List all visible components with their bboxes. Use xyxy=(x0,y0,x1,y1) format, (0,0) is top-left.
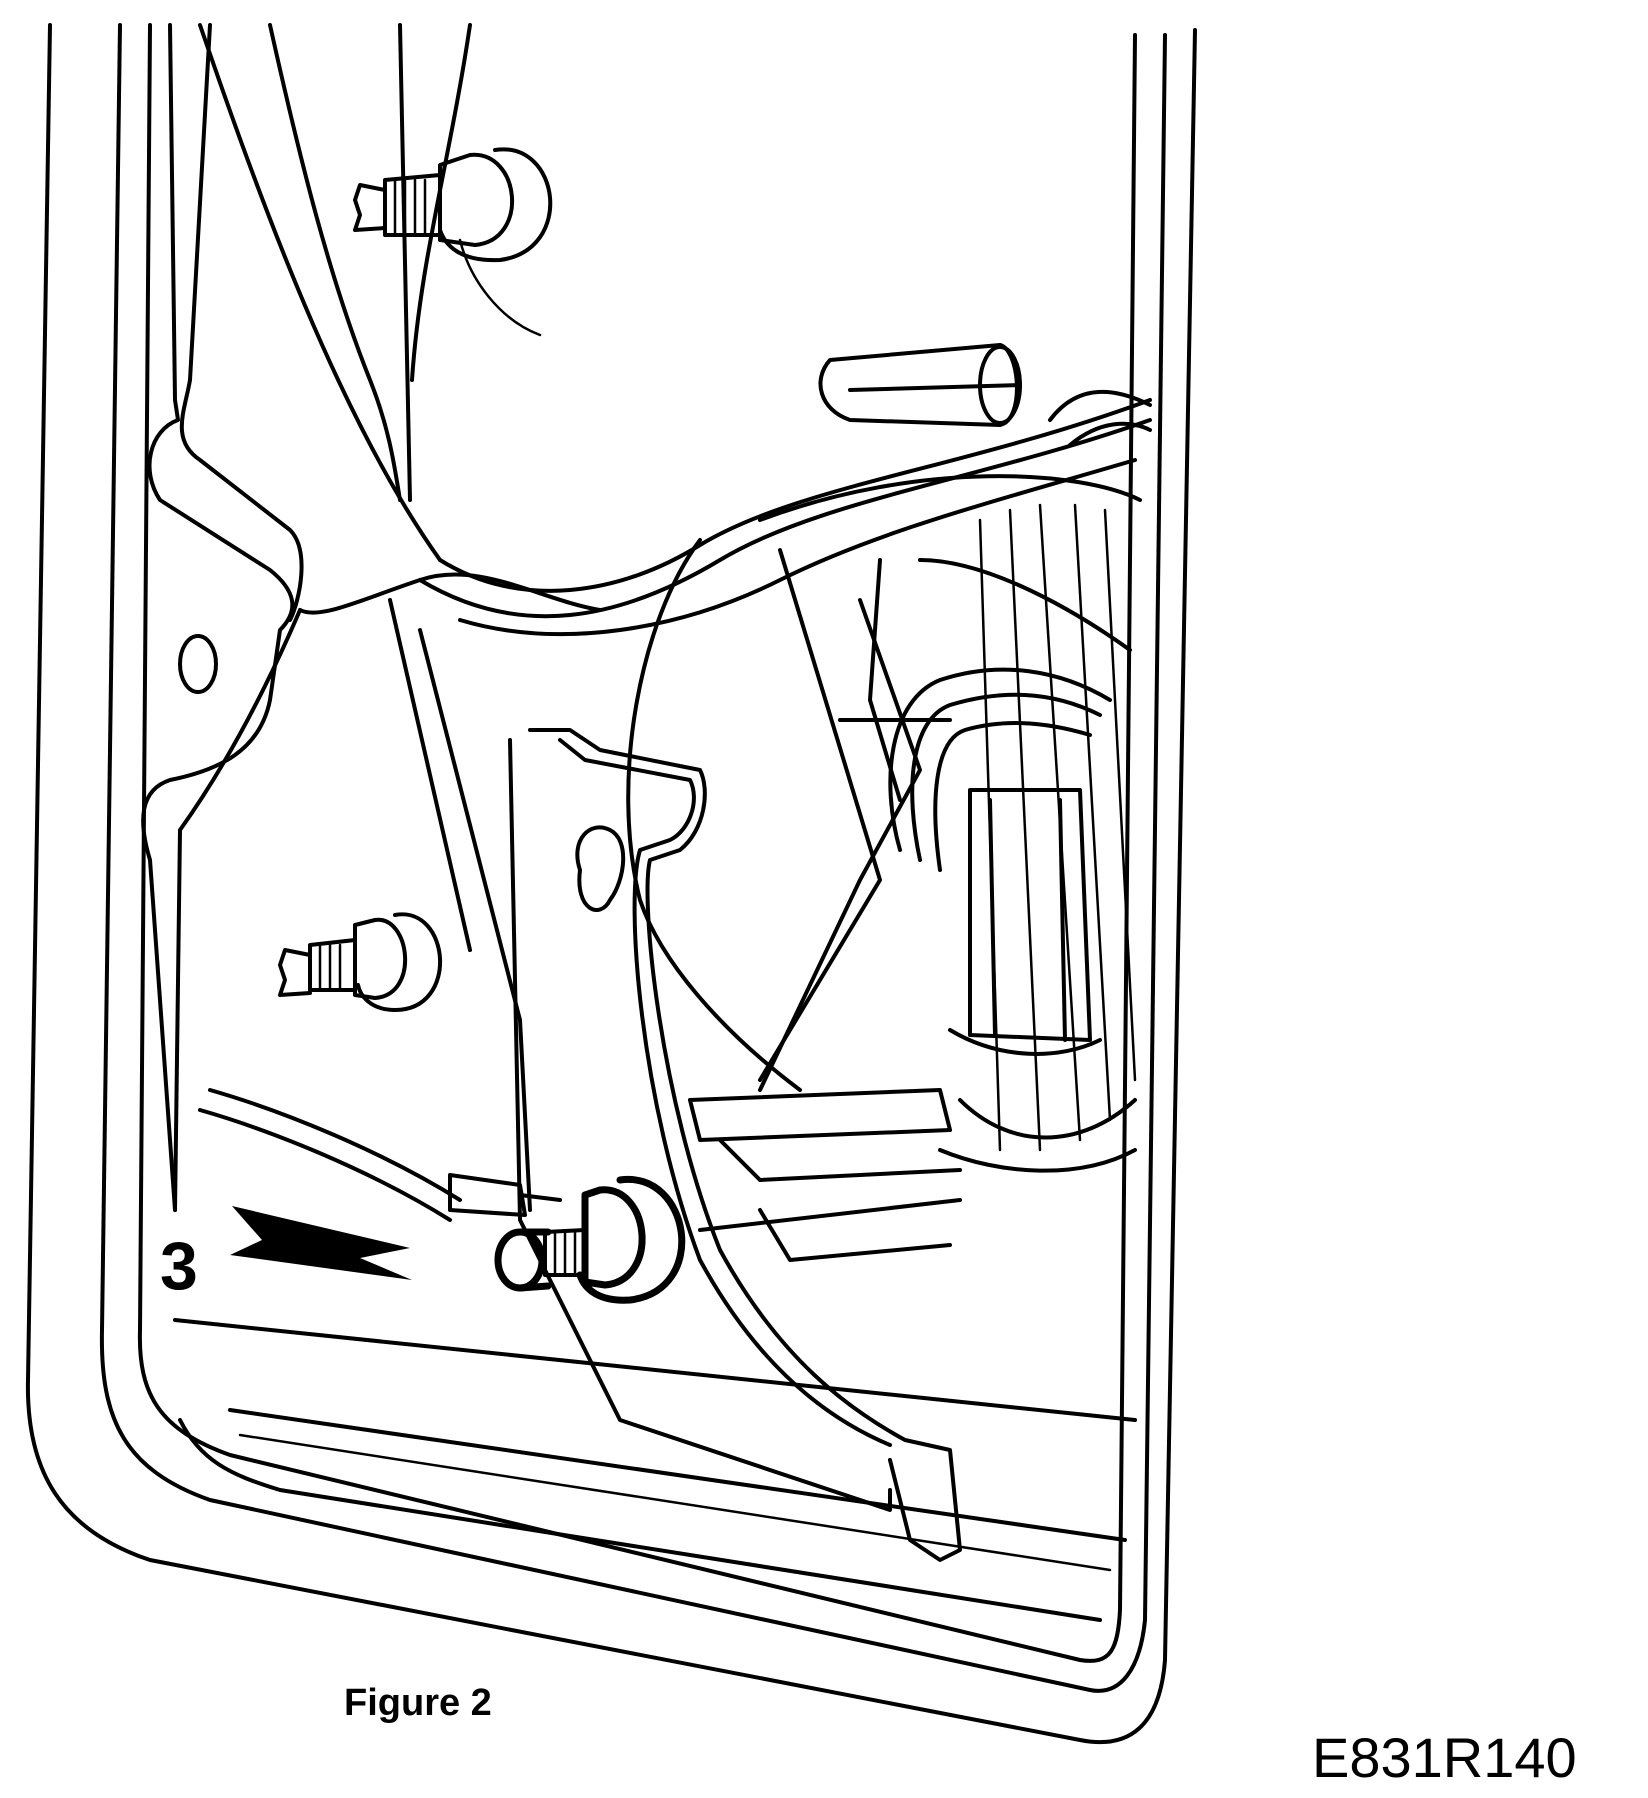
door-sill xyxy=(173,1318,1137,1622)
latch-cable xyxy=(198,1088,462,1222)
inner-panel-contour xyxy=(141,23,304,1212)
middle-bolt xyxy=(278,912,442,1012)
trim-strip xyxy=(508,728,962,1562)
upper-bolt xyxy=(353,147,553,337)
wiring-harness xyxy=(418,389,1152,637)
step-number-label: 3 xyxy=(160,1228,198,1304)
removal-arrow-icon xyxy=(230,1206,412,1280)
speaker-assembly xyxy=(626,474,1142,1173)
figure-id-code: E831R140 xyxy=(1312,1726,1577,1789)
door-outer-frame xyxy=(25,23,1197,1745)
lower-bracket xyxy=(688,1088,962,1262)
strip-slot xyxy=(575,825,626,912)
pillar-lines xyxy=(173,23,602,1212)
access-hole xyxy=(178,634,218,694)
trim-clip-pin xyxy=(818,343,1022,427)
figure-caption: Figure 2 xyxy=(344,1682,492,1724)
electrical-connector xyxy=(888,667,1112,1056)
lower-bolt[interactable] xyxy=(448,1173,686,1304)
